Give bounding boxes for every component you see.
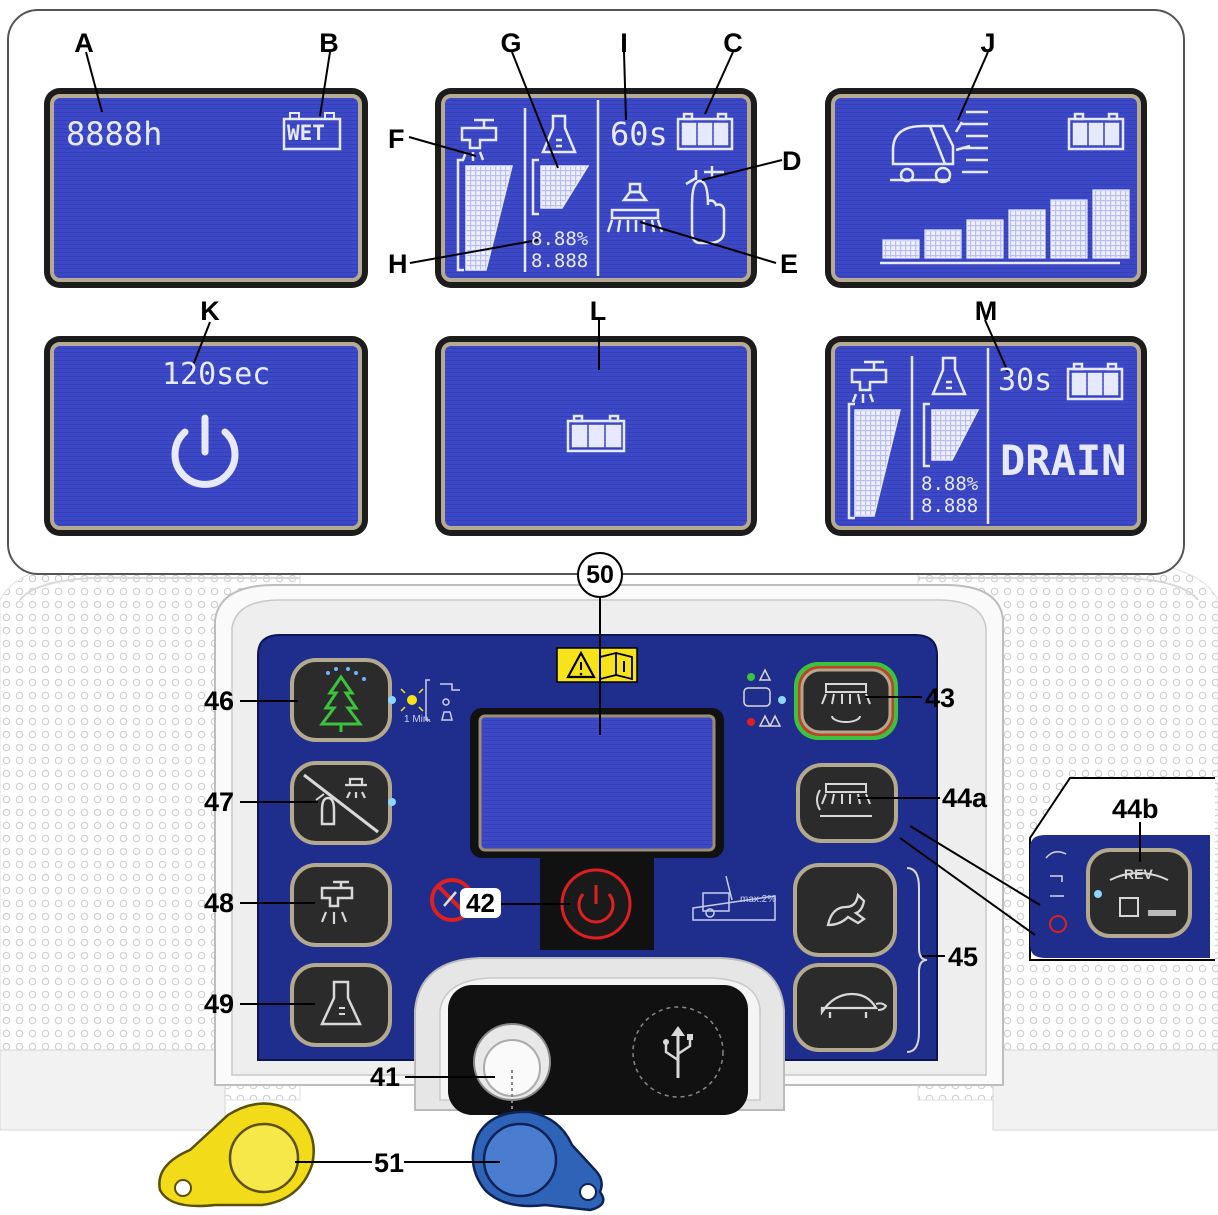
callout-I: I bbox=[620, 28, 628, 58]
speed-level-bar bbox=[924, 229, 962, 259]
battery-icon bbox=[1067, 112, 1125, 151]
callout-45: 45 bbox=[948, 942, 979, 972]
detergent-level-wedge bbox=[540, 165, 590, 209]
callout-D: D bbox=[782, 146, 802, 176]
water-level-wedge bbox=[854, 409, 901, 517]
button-45-fast[interactable] bbox=[793, 863, 897, 957]
lcd-screen-F bbox=[435, 88, 757, 288]
usb-port[interactable] bbox=[632, 1006, 724, 1098]
callout-47: 47 bbox=[204, 787, 235, 817]
countdown-k: 120sec bbox=[162, 357, 271, 392]
indicator-47-led bbox=[388, 798, 396, 806]
callout-L: L bbox=[589, 296, 607, 326]
rev-label: REV bbox=[1124, 866, 1153, 882]
battery-icon bbox=[1066, 362, 1124, 401]
callout-B: B bbox=[319, 28, 339, 58]
callout-M: M bbox=[974, 296, 998, 326]
button-46-fragrance[interactable] bbox=[290, 658, 392, 742]
callout-G: G bbox=[500, 28, 522, 58]
level-bracket bbox=[922, 402, 930, 468]
callout-46: 46 bbox=[204, 686, 235, 716]
main-display-50 bbox=[470, 708, 724, 858]
callout-E: E bbox=[780, 249, 799, 279]
callout-A: A bbox=[74, 28, 94, 58]
max-slope-label: max.2% bbox=[740, 894, 777, 905]
callout-H: H bbox=[388, 249, 408, 279]
battery-icon bbox=[676, 112, 734, 151]
speed-level-bar bbox=[1092, 189, 1130, 259]
wet-indicator-tab bbox=[289, 112, 300, 120]
callout-C: C bbox=[723, 28, 743, 58]
callout-41: 41 bbox=[370, 1062, 401, 1092]
blue-key-51[interactable] bbox=[471, 1110, 605, 1212]
key-reader-41[interactable] bbox=[473, 1023, 551, 1120]
callout-44b: 44b bbox=[1112, 794, 1159, 824]
brush-mode-indicators bbox=[743, 668, 782, 727]
hours-counter: 8888h bbox=[66, 115, 163, 153]
button-43-brush[interactable] bbox=[794, 662, 898, 740]
callout-J: J bbox=[980, 28, 996, 58]
callout-43: 43 bbox=[925, 683, 956, 713]
yellow-key-51[interactable] bbox=[158, 1102, 315, 1208]
bracket-45 bbox=[906, 867, 928, 1053]
timer-i: 60s bbox=[610, 115, 668, 153]
level-bars bbox=[456, 158, 1130, 520]
dosage-percent-h: 8.88% bbox=[531, 228, 589, 250]
button-44a-brush-pressure[interactable] bbox=[796, 763, 898, 843]
max-slope-icon bbox=[692, 875, 776, 921]
wet-label: WET bbox=[287, 121, 325, 145]
timer-m: 30s bbox=[998, 363, 1053, 398]
speed-level-bar bbox=[966, 219, 1004, 259]
power-standby-icon bbox=[171, 414, 239, 488]
callout-42: 42 bbox=[460, 888, 501, 918]
water-level-wedge bbox=[465, 165, 513, 271]
button-48-water[interactable] bbox=[290, 863, 392, 947]
lcd-screen-M bbox=[825, 336, 1147, 536]
button-45-slow[interactable] bbox=[793, 963, 897, 1052]
button-47-manual-spray-off[interactable] bbox=[290, 761, 392, 845]
dosage-value-m: 8.888 bbox=[921, 495, 979, 517]
manual-spray-hand-icon bbox=[685, 166, 726, 245]
callout-51: 51 bbox=[374, 1148, 405, 1178]
indicator-43-led bbox=[778, 696, 786, 704]
level-bracket bbox=[531, 158, 539, 216]
wet-indicator-tab bbox=[324, 112, 335, 120]
leader-lines bbox=[85, 51, 1141, 1163]
drain-label: DRAIN bbox=[1000, 436, 1127, 485]
callout-49: 49 bbox=[204, 989, 235, 1019]
power-button-42[interactable] bbox=[560, 868, 632, 940]
dosage-value-h: 8.888 bbox=[531, 250, 589, 272]
detergent-level-wedge bbox=[931, 409, 980, 461]
key-reader-housing bbox=[414, 957, 785, 1115]
fragrance-status-icons bbox=[388, 679, 460, 721]
level-bracket bbox=[456, 158, 464, 272]
fragrance-timer-label: 1 Min. bbox=[404, 714, 432, 725]
detergent-flask-icon bbox=[931, 356, 967, 396]
speed-level-bar bbox=[1050, 199, 1088, 259]
callout-50: 50 bbox=[577, 552, 623, 598]
wet-indicator-frame bbox=[282, 117, 342, 151]
dosage-percent-m: 8.88% bbox=[921, 473, 979, 495]
callout-F: F bbox=[388, 124, 405, 154]
brush-pressure-icon bbox=[606, 182, 664, 233]
callout-K: K bbox=[200, 296, 220, 326]
battery-icon bbox=[566, 414, 626, 453]
level-bracket bbox=[847, 402, 855, 520]
inset-44b bbox=[899, 777, 1215, 961]
detergent-flask-icon bbox=[541, 114, 577, 154]
scrubber-machine-icon bbox=[890, 110, 988, 184]
warning-read-manual-icon bbox=[556, 647, 638, 683]
control-panel bbox=[158, 634, 938, 1212]
speed-level-bar bbox=[1008, 209, 1046, 259]
water-tap-icon bbox=[850, 360, 888, 403]
callout-44a: 44a bbox=[942, 783, 988, 813]
speed-level-bar bbox=[882, 239, 920, 259]
callout-48: 48 bbox=[204, 888, 235, 918]
